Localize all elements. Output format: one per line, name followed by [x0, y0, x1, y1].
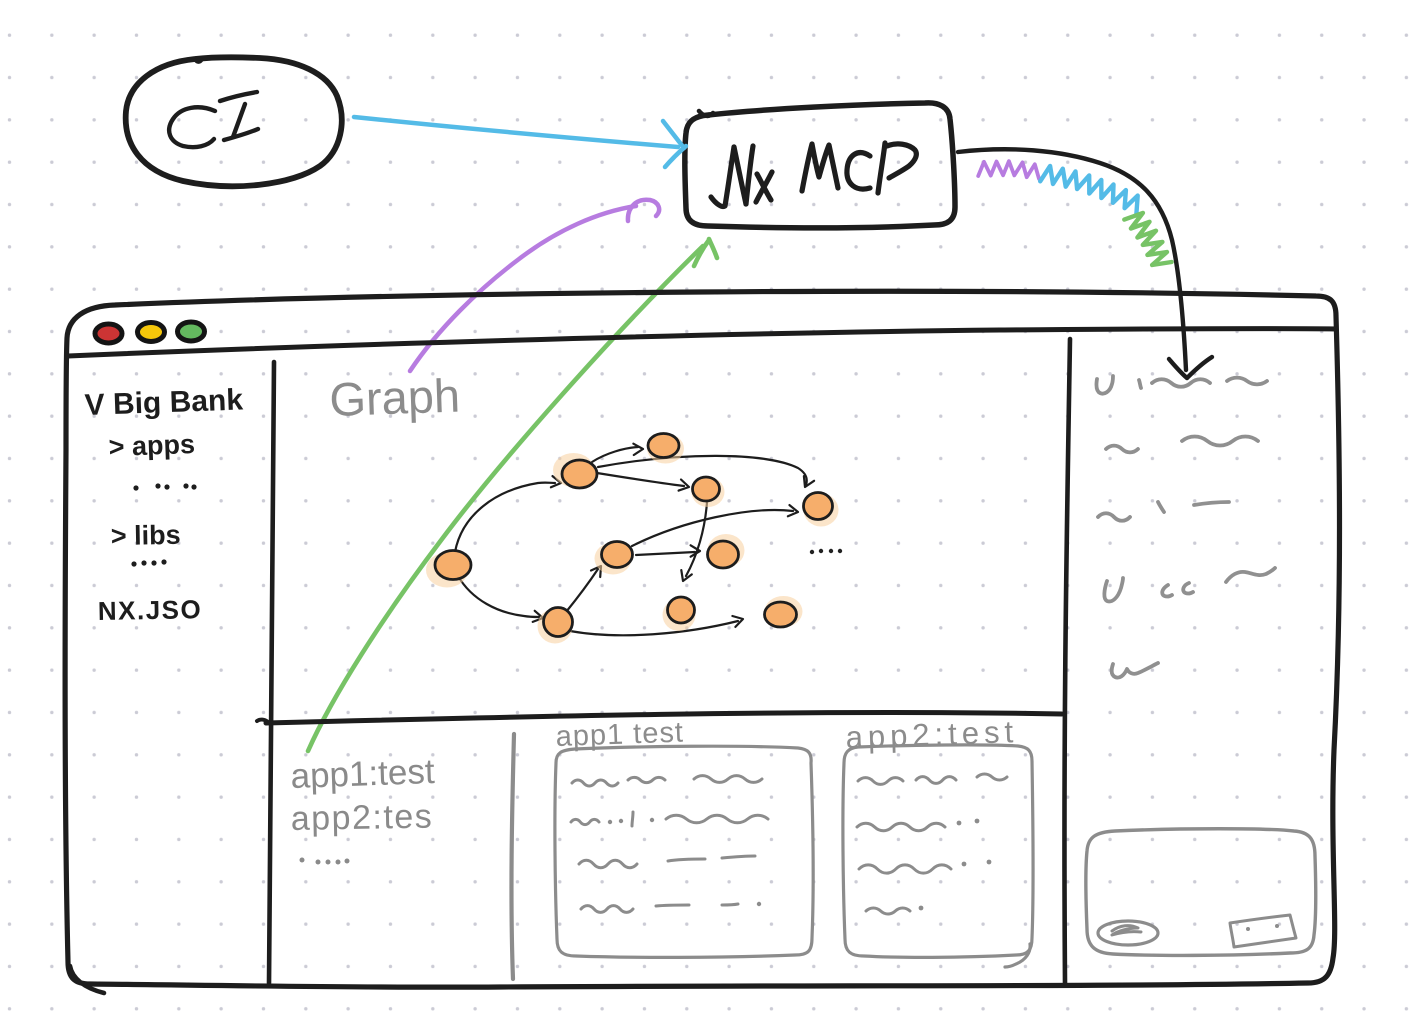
svg-text:V Big Bank: V Big Bank [84, 383, 244, 422]
svg-text:app1:test: app1:test [290, 752, 436, 796]
svg-text:app2:tes: app2:tes [290, 798, 433, 838]
svg-text:app2:test: app2:test [845, 714, 1019, 755]
svg-text:NX.JSO: NX.JSO [98, 594, 203, 626]
svg-text:> apps: > apps [108, 429, 195, 462]
svg-text:Graph: Graph [328, 368, 460, 426]
svg-text:> libs: > libs [111, 520, 181, 551]
